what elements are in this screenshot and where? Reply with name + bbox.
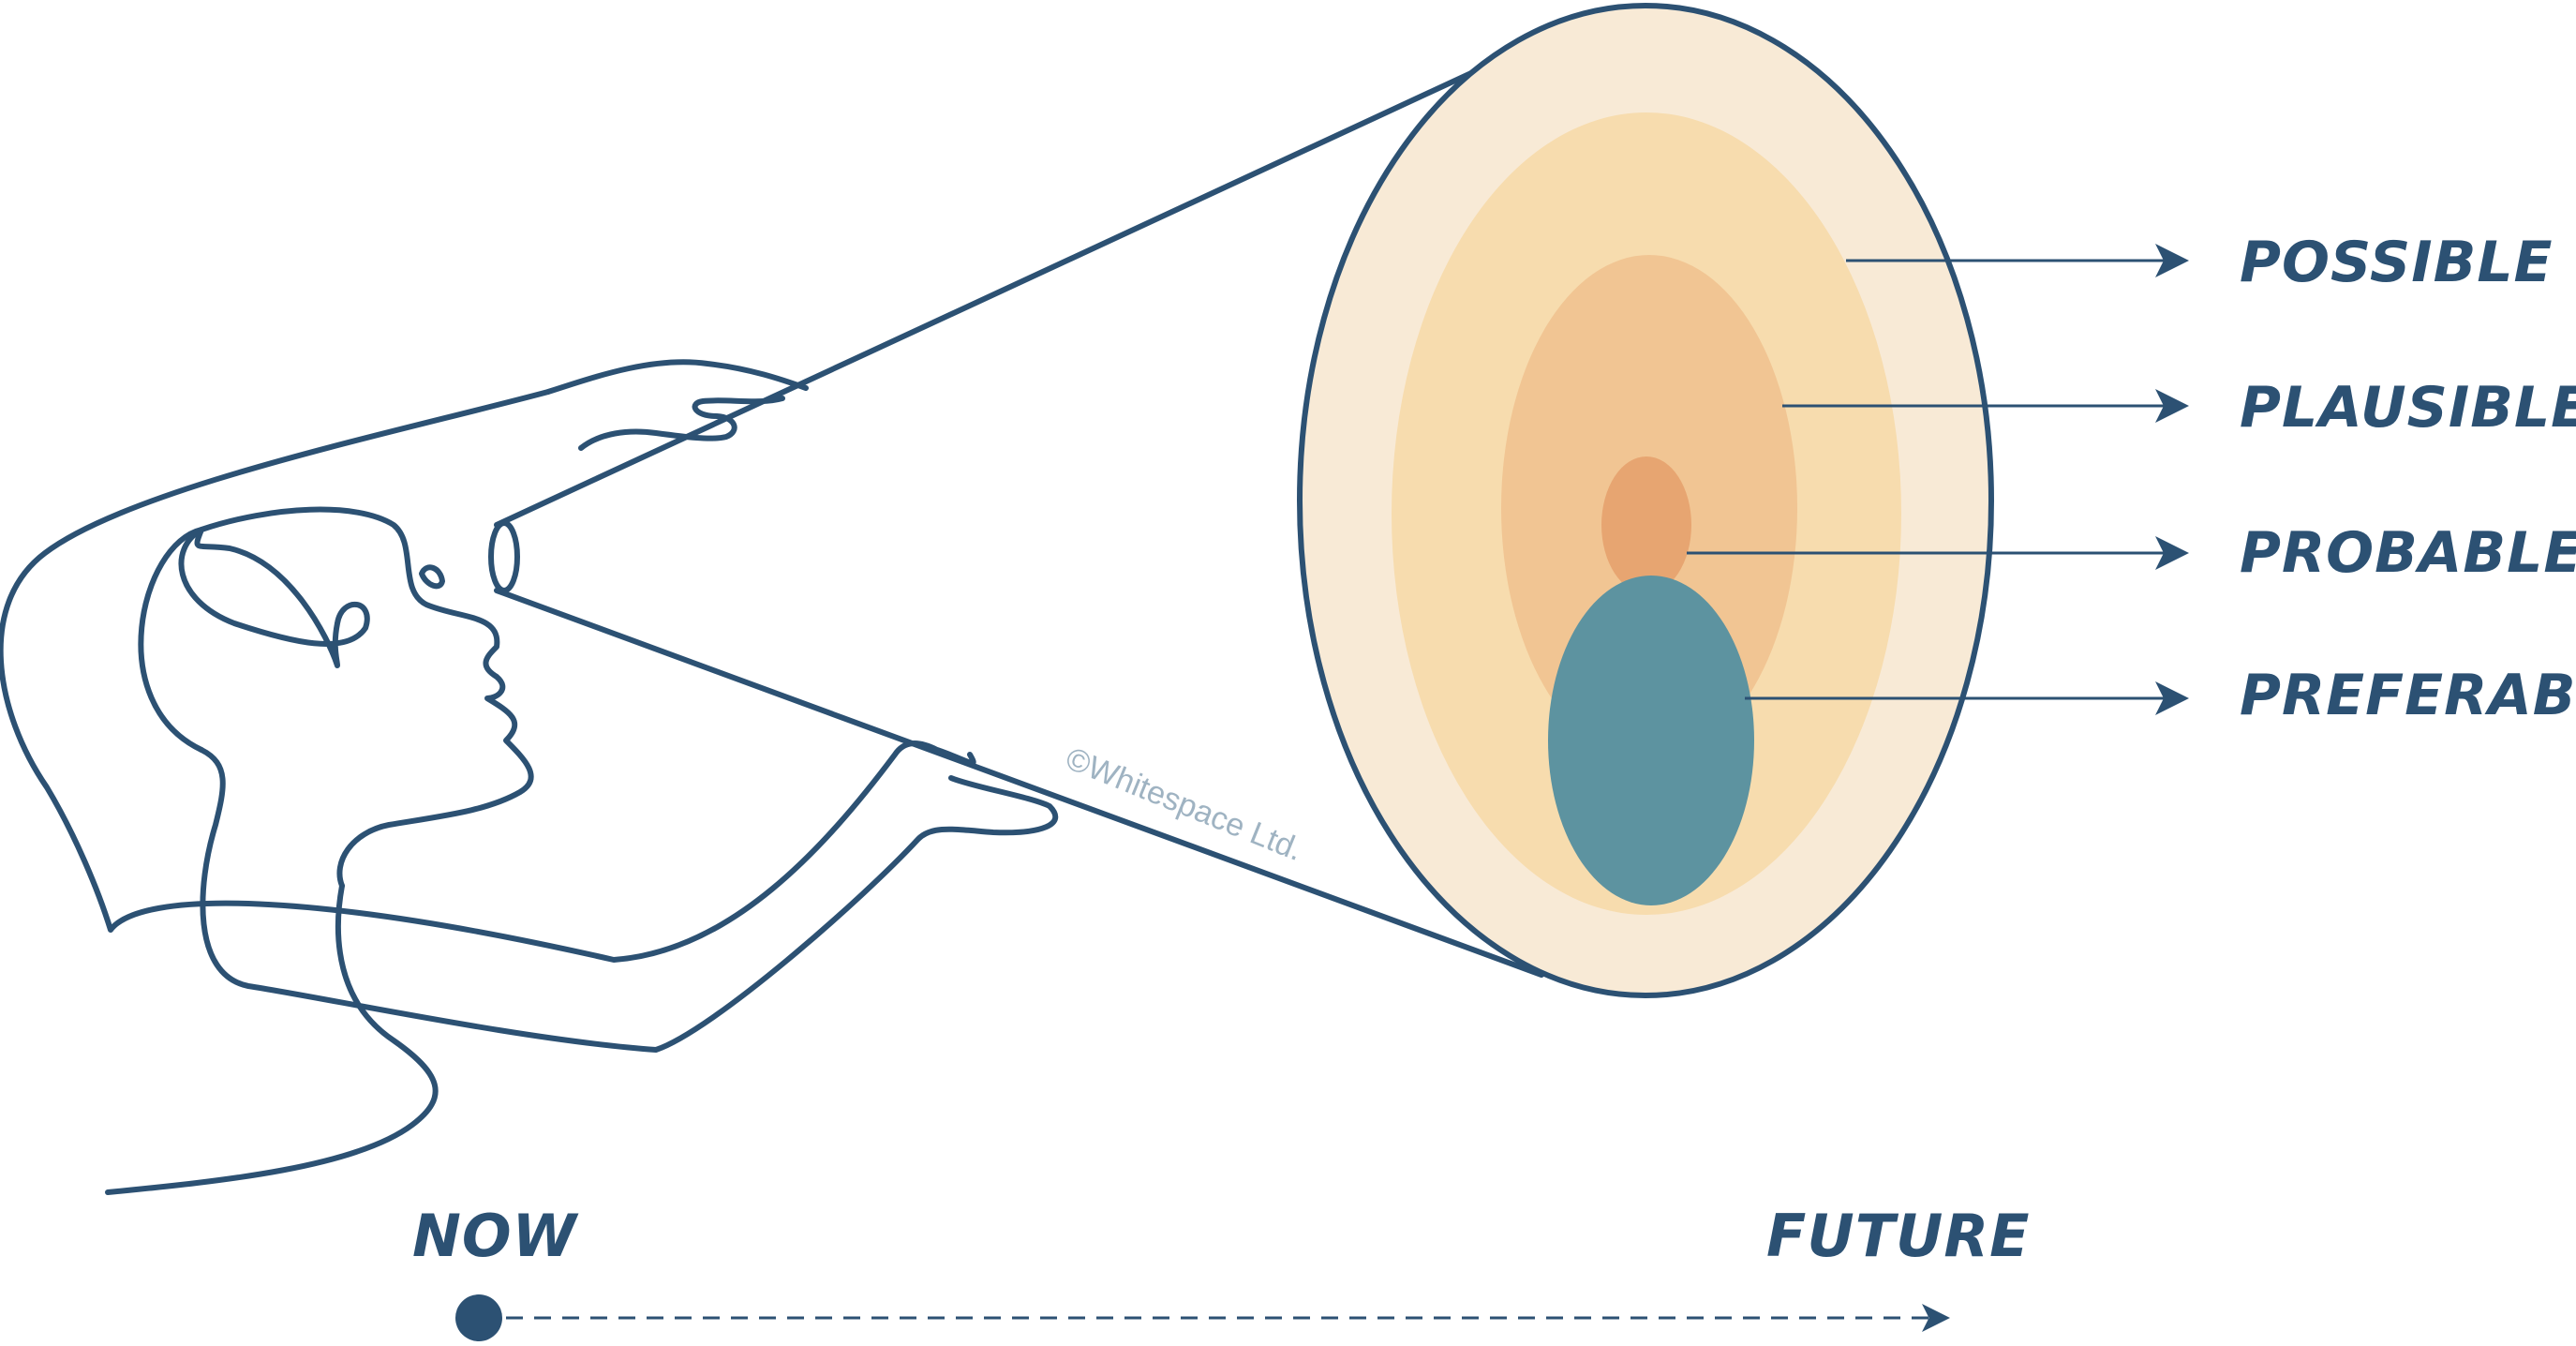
person-line-art — [0, 359, 1059, 1195]
preferable-zone — [1548, 576, 1754, 905]
label-possible: POSSIBLE — [2240, 230, 2554, 295]
telescope-eyepiece — [488, 520, 520, 593]
face-outline — [138, 506, 534, 889]
timeline: NOW FUTURE — [412, 1202, 2030, 1341]
now-dot — [455, 1294, 502, 1341]
cone-top-line — [494, 70, 1474, 528]
cone-mouth-outline — [1297, 3, 1994, 998]
ear-swirl — [178, 527, 370, 668]
timeline-now-label: NOW — [412, 1202, 579, 1270]
watermark-text: ©Whitespace Ltd. — [1061, 740, 1308, 868]
cone-bottom-line — [494, 588, 1544, 978]
label-probable: PROBABLE — [2240, 520, 2576, 586]
label-preferable: PREFERABLE — [2240, 663, 2576, 728]
probable-core — [1601, 456, 1691, 593]
label-plausible: PLAUSIBLE — [2240, 375, 2576, 441]
eye-swirl — [419, 564, 445, 590]
shoulder-outline — [199, 747, 1059, 1053]
futures-ellipse — [1297, 3, 1994, 998]
hand-top — [545, 359, 809, 451]
torso-outline — [105, 883, 439, 1195]
hair-outline — [0, 389, 976, 963]
timeline-future-label: FUTURE — [1766, 1202, 2030, 1270]
